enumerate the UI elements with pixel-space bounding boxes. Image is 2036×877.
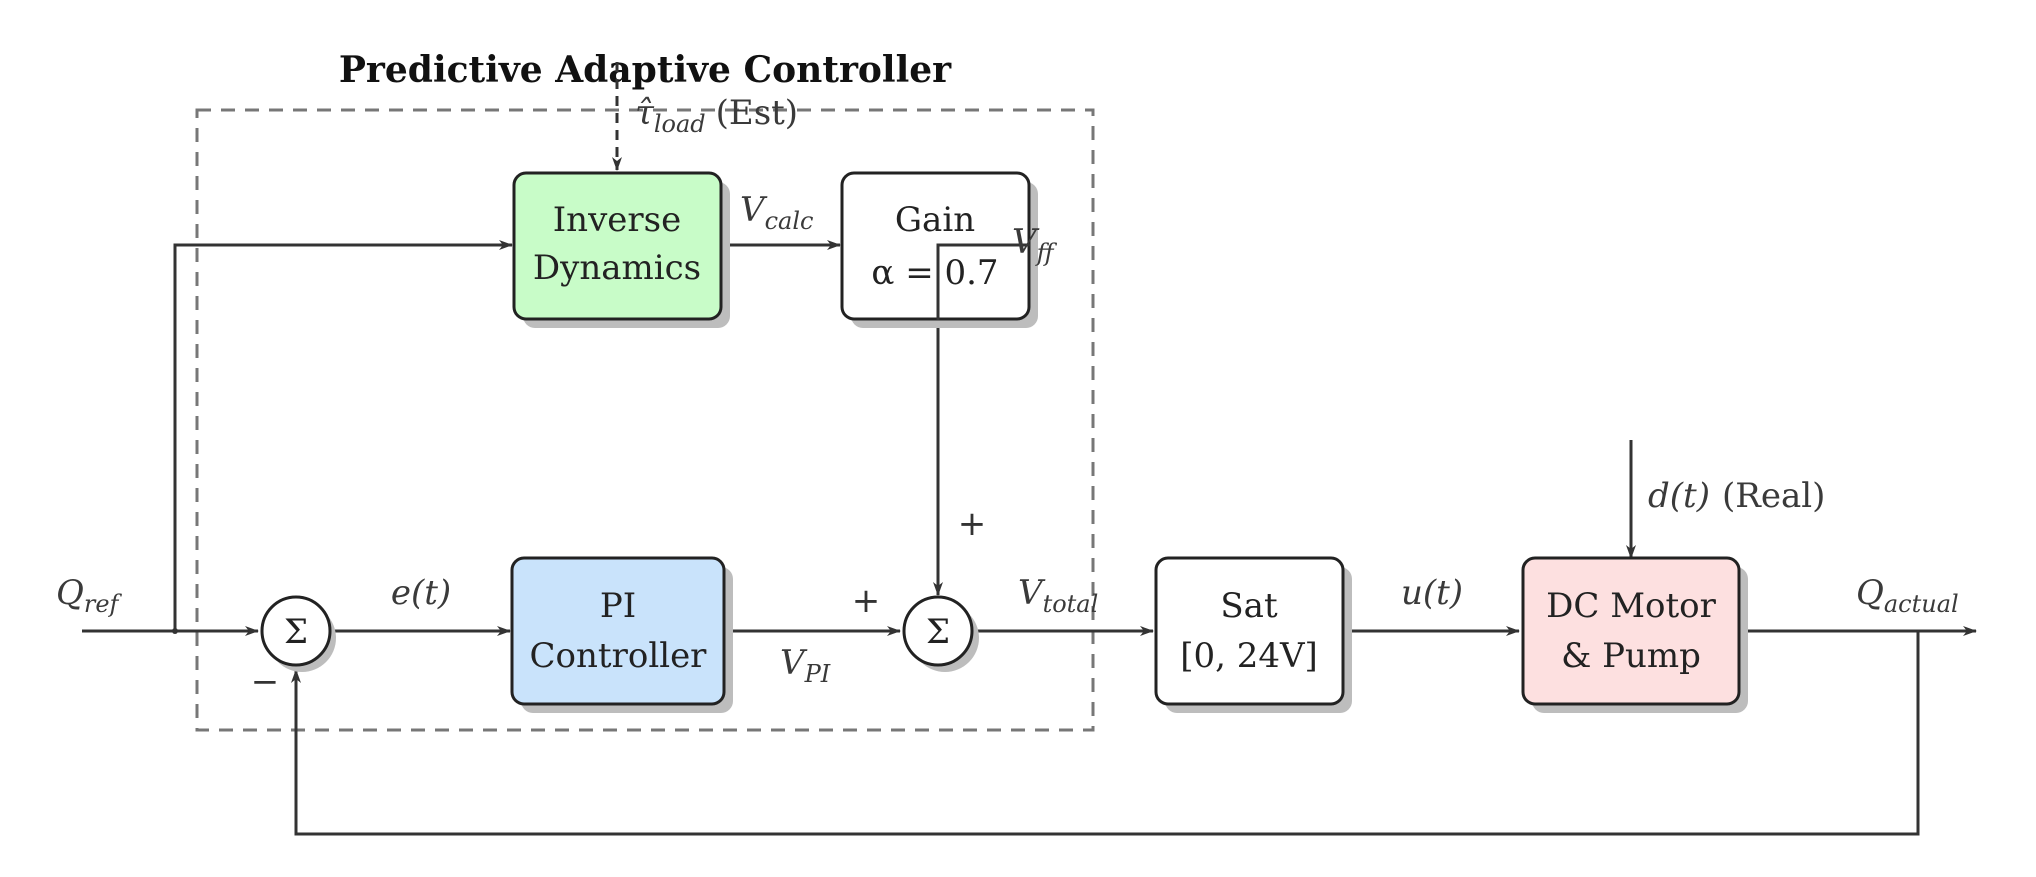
wire-feedback [291, 631, 1920, 836]
summing-junction-error: Σ [260, 595, 336, 672]
block-pi-controller: PI Controller [510, 556, 733, 713]
branch-dot [172, 628, 178, 634]
motor-line2: & Pump [1561, 636, 1701, 676]
label-error: e(t) [391, 573, 451, 613]
summing-junction-total: Σ [902, 595, 979, 672]
label-v-pi: VPI [780, 643, 831, 688]
pi-line2: Controller [530, 636, 708, 676]
block-inverse-dynamics: Inverse Dynamics [512, 171, 730, 328]
block-dc-motor-pump: DC Motor & Pump [1521, 556, 1748, 713]
sum2-symbol: Σ [926, 612, 950, 652]
controller-boundary [195, 108, 1095, 732]
label-v-calc: Vcalc [740, 190, 813, 235]
label-q-actual: Qactual [1856, 573, 1959, 618]
label-disturbance: d(t)(Real) [1648, 476, 1825, 516]
diagram-title: Predictive Adaptive Controller [339, 49, 952, 91]
pi-line1: PI [600, 586, 636, 626]
label-tau-load: τ̂load(Est) [635, 93, 798, 138]
sum2-plus-left-sign: + [852, 581, 881, 621]
block-saturation: Sat [0, 24V] [1154, 556, 1352, 713]
sat-line1: Sat [1220, 586, 1278, 626]
block-gain: Gain α = 0.7 [840, 171, 1038, 328]
label-v-ff: Vff [1012, 222, 1058, 267]
gain-line2: α = 0.7 [871, 253, 998, 293]
gain-line1: Gain [895, 200, 975, 240]
wire-qref-branch [173, 240, 513, 631]
motor-line1: DC Motor [1546, 586, 1716, 626]
inverse-dynamics-line1: Inverse [553, 200, 681, 240]
label-v-total: Vtotal [1018, 573, 1098, 618]
sum2-plus-top-sign: + [958, 504, 987, 544]
sum1-symbol: Σ [284, 612, 308, 652]
label-u: u(t) [1401, 573, 1463, 613]
label-q-ref: Qref [56, 573, 123, 618]
inverse-dynamics-line2: Dynamics [533, 248, 701, 288]
sat-line2: [0, 24V] [1180, 636, 1318, 676]
wire-vff-overlay [936, 243, 1030, 320]
sum1-minus-sign: − [251, 662, 280, 702]
